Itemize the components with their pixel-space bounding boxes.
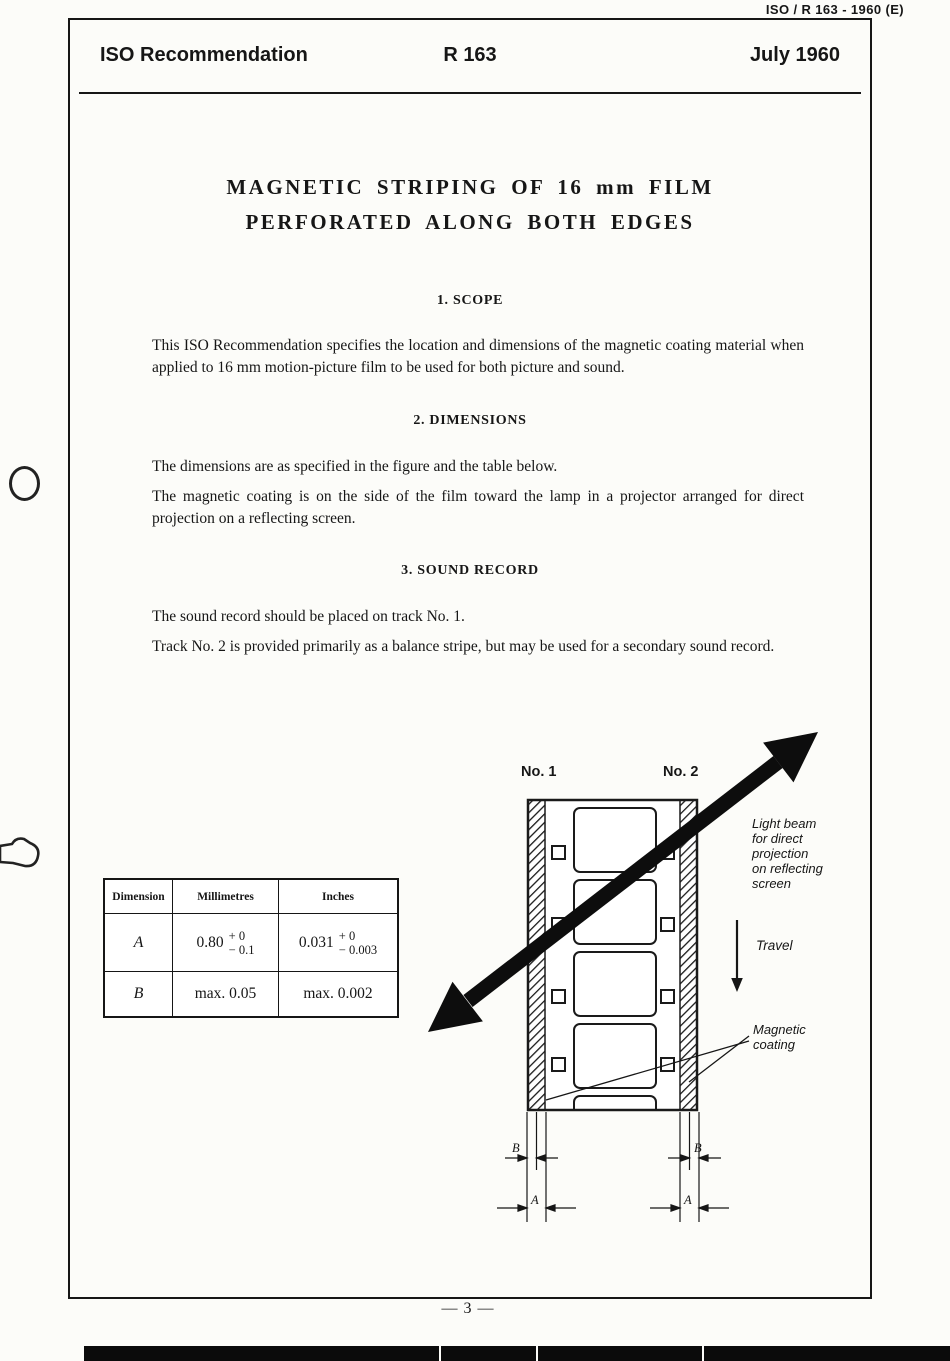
dimensions-table: Dimension Millimetres Inches A 0.80 + 0 …: [103, 878, 399, 1018]
table-row-b-inches: max. 0.002: [303, 985, 373, 1002]
dim-b-left-label: B: [512, 1141, 520, 1155]
page-number: — 3 —: [441, 1300, 495, 1317]
table-row-a-millimetres: 0.80 + 0 − 0.1: [173, 914, 279, 972]
scan-noise: [702, 1346, 704, 1361]
header-left: ISO Recommendation: [100, 44, 308, 66]
doc-reference: ISO / R 163 - 1960 (E): [765, 2, 904, 17]
dimensions-paragraph-1: The dimensions are as specified in the f…: [152, 457, 558, 475]
table-row-a-dimension: A: [105, 914, 173, 972]
in-base-value: 0.031: [298, 933, 334, 951]
table-header-millimetres: Millimetres: [173, 880, 279, 914]
page-border: ISO Recommendation R 163 July 1960 MAGNE…: [68, 18, 872, 1299]
magnetic-coating-label: Magnetic coating: [753, 1022, 806, 1052]
scan-noise: [536, 1346, 538, 1361]
track2-label: No. 2: [663, 764, 699, 780]
travel-label: Travel: [756, 938, 793, 953]
section-heading-scope: 1. SCOPE: [436, 293, 504, 308]
light-beam-label: Light beam for direct projection on refl…: [752, 816, 823, 891]
sound-record-paragraph-2: Track No. 2 is provided primarily as a b…: [152, 637, 775, 655]
dim-a-left-label: A: [531, 1193, 539, 1207]
scan-artifact-hole: [9, 466, 40, 501]
table-row-b-dimension: B: [105, 972, 173, 1016]
document-header: ISO Recommendation R 163 July 1960: [100, 44, 840, 67]
title-line-2: PERFORATED ALONG BOTH EDGES: [245, 210, 695, 234]
mm-base-value: 0.80: [196, 933, 224, 951]
table-header-dimension: Dimension: [105, 880, 173, 914]
section-heading-dimensions: 2. DIMENSIONS: [413, 413, 527, 428]
in-tolerance-plus: + 0: [338, 928, 356, 943]
header-doc-number: R 163: [443, 44, 497, 66]
table-header-inches: Inches: [279, 880, 397, 914]
scan-artifact-tab: [0, 837, 40, 868]
scan-noise: [439, 1346, 441, 1361]
mm-tolerance-plus: + 0: [228, 928, 246, 943]
header-date: July 1960: [749, 44, 841, 66]
dim-a-right-label: A: [684, 1193, 692, 1207]
document-title: MAGNETIC STRIPING OF 16 mm FILM PERFORAT…: [70, 170, 870, 240]
header-rule: [79, 92, 861, 94]
sound-record-paragraph-1: The sound record should be placed on tra…: [152, 607, 465, 625]
in-tolerance: + 0 − 0.003: [339, 929, 377, 957]
section-heading-sound-record: 3. SOUND RECORD: [401, 563, 539, 578]
track1-label: No. 1: [521, 764, 557, 780]
scope-paragraph: This ISO Recommendation specifies the lo…: [152, 336, 804, 376]
dimensions-paragraph-2: The magnetic coating is on the side of t…: [152, 487, 804, 527]
table-row-a-inches: 0.031 + 0 − 0.003: [279, 914, 397, 972]
mm-tolerance-minus: − 0.1: [228, 942, 255, 957]
scan-edge-bar: [84, 1346, 950, 1361]
mm-tolerance: + 0 − 0.1: [229, 929, 255, 957]
title-line-1: MAGNETIC STRIPING OF 16 mm FILM: [226, 175, 714, 199]
dim-b-right-label: B: [694, 1141, 702, 1155]
in-tolerance-minus: − 0.003: [338, 942, 378, 957]
table-row-b-millimetres: max. 0.05: [173, 972, 279, 1016]
